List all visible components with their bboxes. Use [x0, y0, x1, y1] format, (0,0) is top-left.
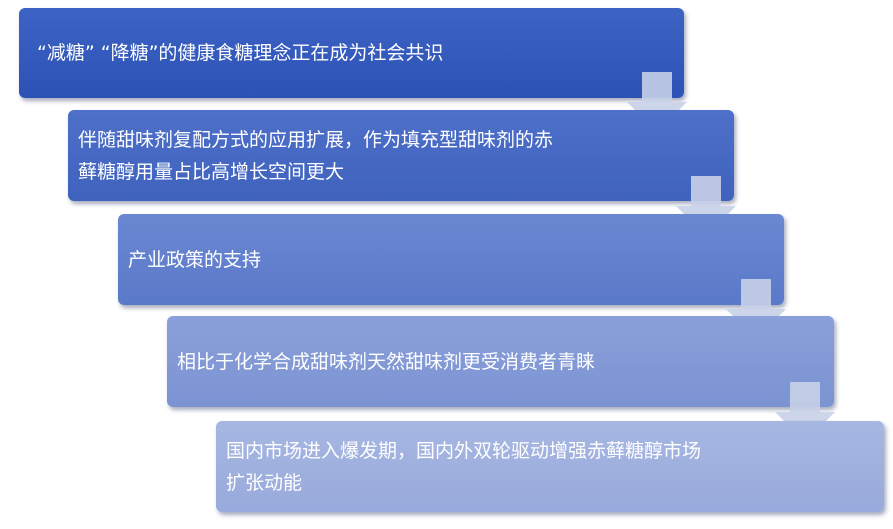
step-2-line-1: 伴随甜味剂复配方式的应用扩展，作为填充型甜味剂的赤 — [78, 128, 554, 151]
process-step-2: 伴随甜味剂复配方式的应用扩展，作为填充型甜味剂的赤 藓糖醇用量占比高增长空间更大 — [68, 110, 734, 201]
step-1-line-1: “减糖” “降糖”的健康食糖理念正在成为社会共识 — [37, 42, 444, 64]
step-text: 产业政策的支持 — [128, 244, 261, 276]
process-step-5: 国内市场进入爆发期，国内外双轮驱动增强赤藓糖醇市场 扩张动能 — [216, 421, 884, 512]
step-3-line-1: 产业政策的支持 — [128, 248, 262, 271]
step-5-line-1: 国内市场进入爆发期，国内外双轮驱动增强赤藓糖醇市场 — [226, 439, 702, 462]
step-text: 伴随甜味剂复配方式的应用扩展，作为填充型甜味剂的赤 藓糖醇用量占比高增长空间更大 — [78, 124, 553, 188]
step-2-line-2: 藓糖醇用量占比高增长空间更大 — [78, 160, 345, 183]
step-5-line-2: 扩张动能 — [226, 471, 303, 494]
step-text: 相比于化学合成甜味剂天然甜味剂更受消费者青睐 — [177, 346, 595, 378]
step-4-line-1: 相比于化学合成甜味剂天然甜味剂更受消费者青睐 — [177, 350, 596, 373]
process-step-3: 产业政策的支持 — [118, 214, 784, 305]
process-step-1: “减糖” “降糖”的健康食糖理念正在成为社会共识 — [19, 8, 684, 98]
step-text: 国内市场进入爆发期，国内外双轮驱动增强赤藓糖醇市场 扩张动能 — [226, 435, 701, 499]
process-step-4: 相比于化学合成甜味剂天然甜味剂更受消费者青睐 — [167, 316, 834, 407]
step-text: “减糖” “降糖”的健康食糖理念正在成为社会共识 — [37, 37, 443, 69]
